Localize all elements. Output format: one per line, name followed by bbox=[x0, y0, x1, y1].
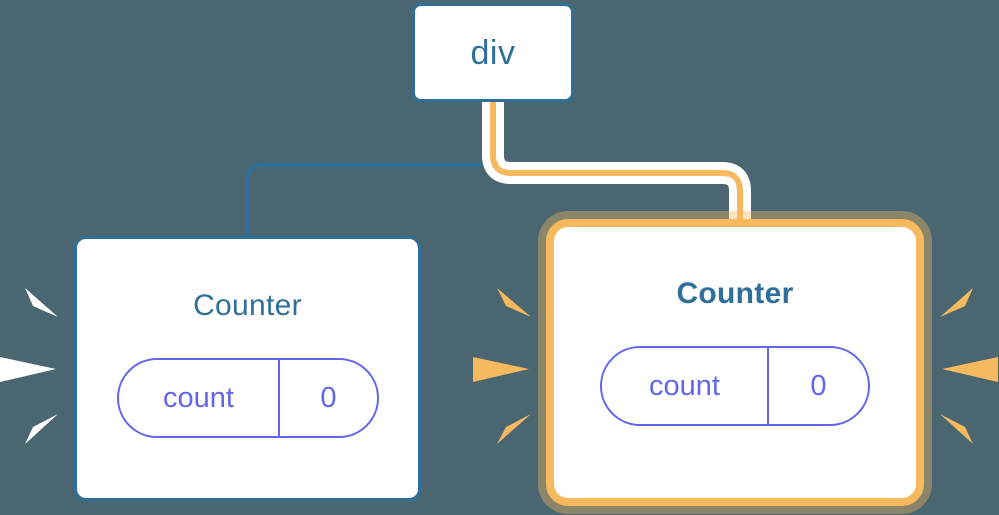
node-counter-right[interactable]: Counter count 0 bbox=[554, 227, 916, 498]
prop-value-count: 0 bbox=[766, 348, 868, 424]
edge-div-to-counter-right bbox=[490, 101, 743, 224]
sparkle-icon bbox=[25, 288, 58, 317]
node-counter-right-highlight-ring: Counter count 0 bbox=[546, 219, 924, 506]
node-div[interactable]: div bbox=[412, 3, 574, 102]
sparkle-icon bbox=[940, 414, 973, 444]
prop-key-count: count bbox=[648, 369, 720, 402]
sparkle-icon bbox=[0, 357, 56, 382]
sparkle-icon bbox=[940, 288, 973, 317]
edge-div-to-counter-left bbox=[245, 99, 495, 240]
sparkle-icon bbox=[25, 414, 58, 444]
node-counter-left[interactable]: Counter count 0 bbox=[74, 236, 421, 501]
prop-key-count: count bbox=[163, 381, 234, 414]
prop-value-count: 0 bbox=[278, 360, 376, 436]
sparkle-icon bbox=[497, 414, 531, 444]
sparkles-left-of-counter-right bbox=[473, 288, 531, 444]
sparkle-icon bbox=[497, 288, 531, 317]
sparkles-left-of-counter-left bbox=[0, 288, 58, 444]
prop-pill-count-right: count 0 bbox=[600, 346, 870, 426]
node-div-label: div bbox=[470, 33, 516, 72]
prop-pill-count-left: count 0 bbox=[116, 358, 379, 438]
sparkle-icon bbox=[473, 357, 529, 382]
node-counter-right-title: Counter bbox=[676, 277, 794, 310]
sparkles-right-of-counter-right bbox=[940, 288, 998, 444]
sparkle-icon bbox=[942, 357, 998, 382]
node-counter-left-title: Counter bbox=[193, 289, 302, 322]
edge-div-to-counter-right-halo bbox=[482, 101, 751, 224]
